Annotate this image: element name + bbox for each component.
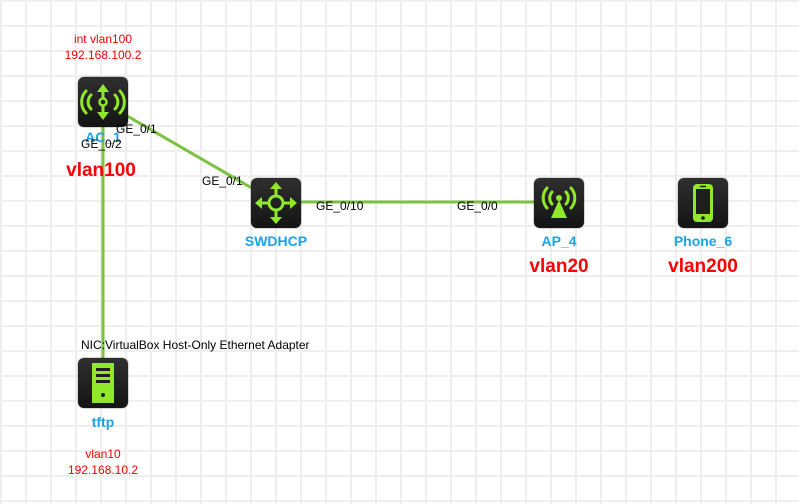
device-phone6[interactable]	[678, 178, 728, 228]
wireless-controller-icon	[80, 84, 126, 120]
server-icon	[92, 363, 114, 403]
device-label-tftp: tftp	[91, 414, 115, 430]
tftp-note-line: 192.168.10.2	[67, 463, 139, 477]
tftp-nic-label: NIC:VirtualBox Host-Only Ethernet Adapte…	[81, 338, 310, 352]
device-swdhcp[interactable]	[251, 178, 301, 228]
device-label-ap4: AP_4	[541, 233, 577, 249]
ap4-vlan: vlan20	[529, 256, 589, 277]
ac1-note: int vlan100 192.168.100.2	[33, 31, 173, 63]
tftp-note: vlan10 192.168.10.2	[33, 446, 173, 478]
tftp-note-line: vlan10	[85, 447, 121, 461]
port-label: GE_0/1	[116, 122, 157, 136]
device-label-ac1: AC_1	[85, 129, 121, 145]
access-point-icon	[541, 186, 577, 218]
device-ap4[interactable]	[534, 178, 584, 228]
device-ac1[interactable]	[78, 77, 128, 127]
port-label: GE_0/0	[457, 199, 498, 213]
device-tftp[interactable]	[78, 358, 128, 408]
port-label: GE_0/10	[316, 199, 364, 213]
link-ac1-swdhcp[interactable]	[102, 100, 277, 204]
port-label: GE_0/2	[81, 137, 122, 151]
device-label-phone6: Phone_6	[673, 233, 733, 249]
ac1-note-line: int vlan100	[73, 32, 133, 46]
phone-icon	[693, 184, 713, 222]
port-label: GE_0/1	[202, 174, 243, 188]
phone6-vlan: vlan200	[668, 256, 738, 277]
ac1-note-line: 192.168.100.2	[64, 48, 142, 62]
device-label-swdhcp: SWDHCP	[244, 233, 308, 249]
ac1-vlan: vlan100	[66, 160, 136, 181]
switch-icon	[255, 182, 297, 224]
